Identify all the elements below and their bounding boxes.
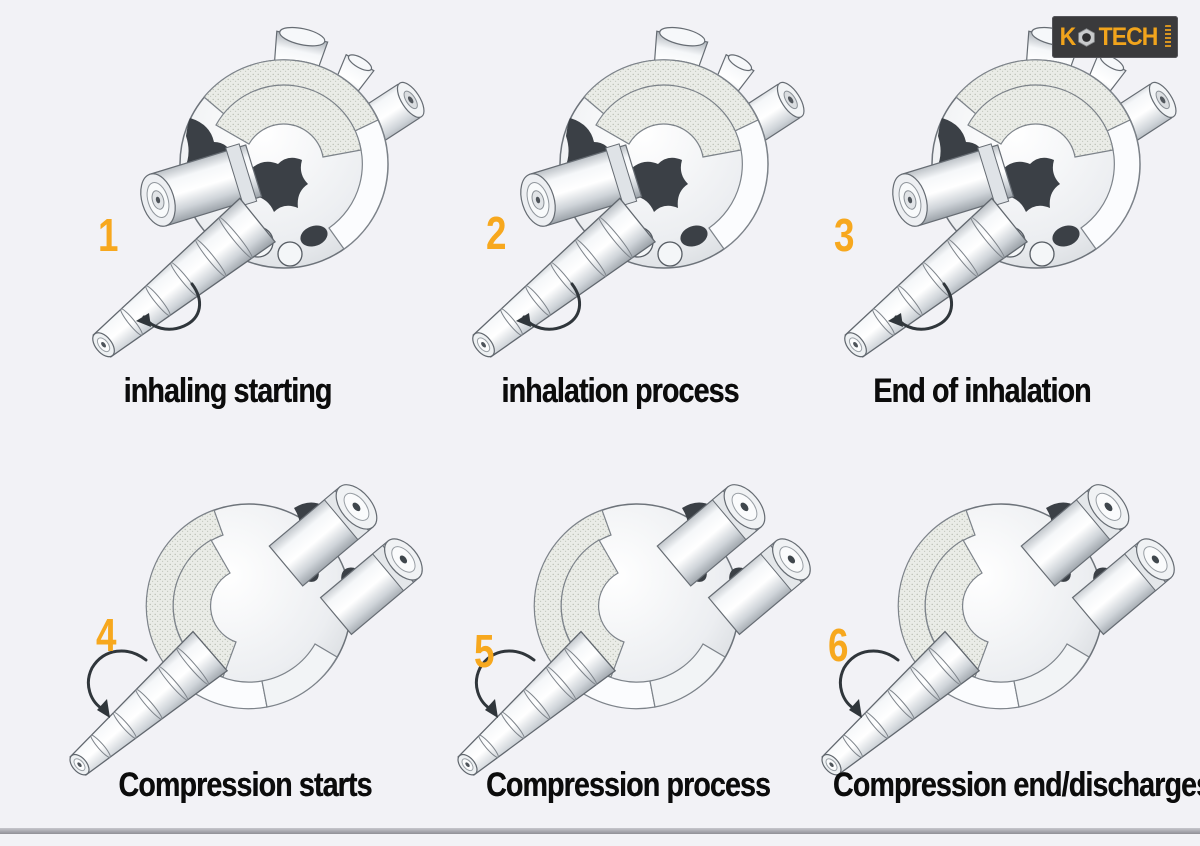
step-caption-6: Compression end/discharges [832, 766, 1200, 804]
compressor-illustration-6 [796, 448, 1196, 778]
compressor-illustration-1 [52, 18, 432, 380]
step-number-1: 1 [98, 209, 119, 261]
step-caption-1: inhaling starting [123, 372, 333, 410]
logo-side-text [1164, 25, 1171, 49]
panel-step-1: 1 inhaling starting [40, 16, 415, 430]
step-number-4: 4 [96, 609, 117, 661]
logo-text-tech: TECH [1098, 22, 1158, 51]
panel-step-6: 6 Compression end/discharges [792, 436, 1200, 846]
panel-step-2: 2 inhalation process [420, 16, 820, 430]
compressor-illustration-2 [432, 18, 812, 380]
panel-step-4: 4 Compression starts [40, 436, 450, 846]
step-caption-5: Compression process [485, 766, 771, 804]
logo-text-k: K [1060, 22, 1077, 51]
hex-nut-icon [1077, 27, 1095, 47]
compressor-illustration-5 [432, 448, 832, 778]
step-number-3: 3 [834, 209, 855, 261]
step-caption-3: End of inhalation [873, 372, 1091, 410]
step-number-2: 2 [486, 207, 507, 259]
panel-step-5: 5 Compression process [428, 436, 828, 846]
panel-step-3: 3 End of inhalation [792, 16, 1172, 430]
step-caption-2: inhalation process [501, 372, 739, 410]
compressor-illustration-3 [804, 18, 1184, 380]
step-number-6: 6 [828, 619, 849, 671]
step-number-5: 5 [474, 625, 495, 677]
kotech-logo: K TECH [1052, 16, 1178, 58]
page-bottom-edge [0, 828, 1200, 834]
step-caption-4: Compression starts [118, 766, 372, 804]
